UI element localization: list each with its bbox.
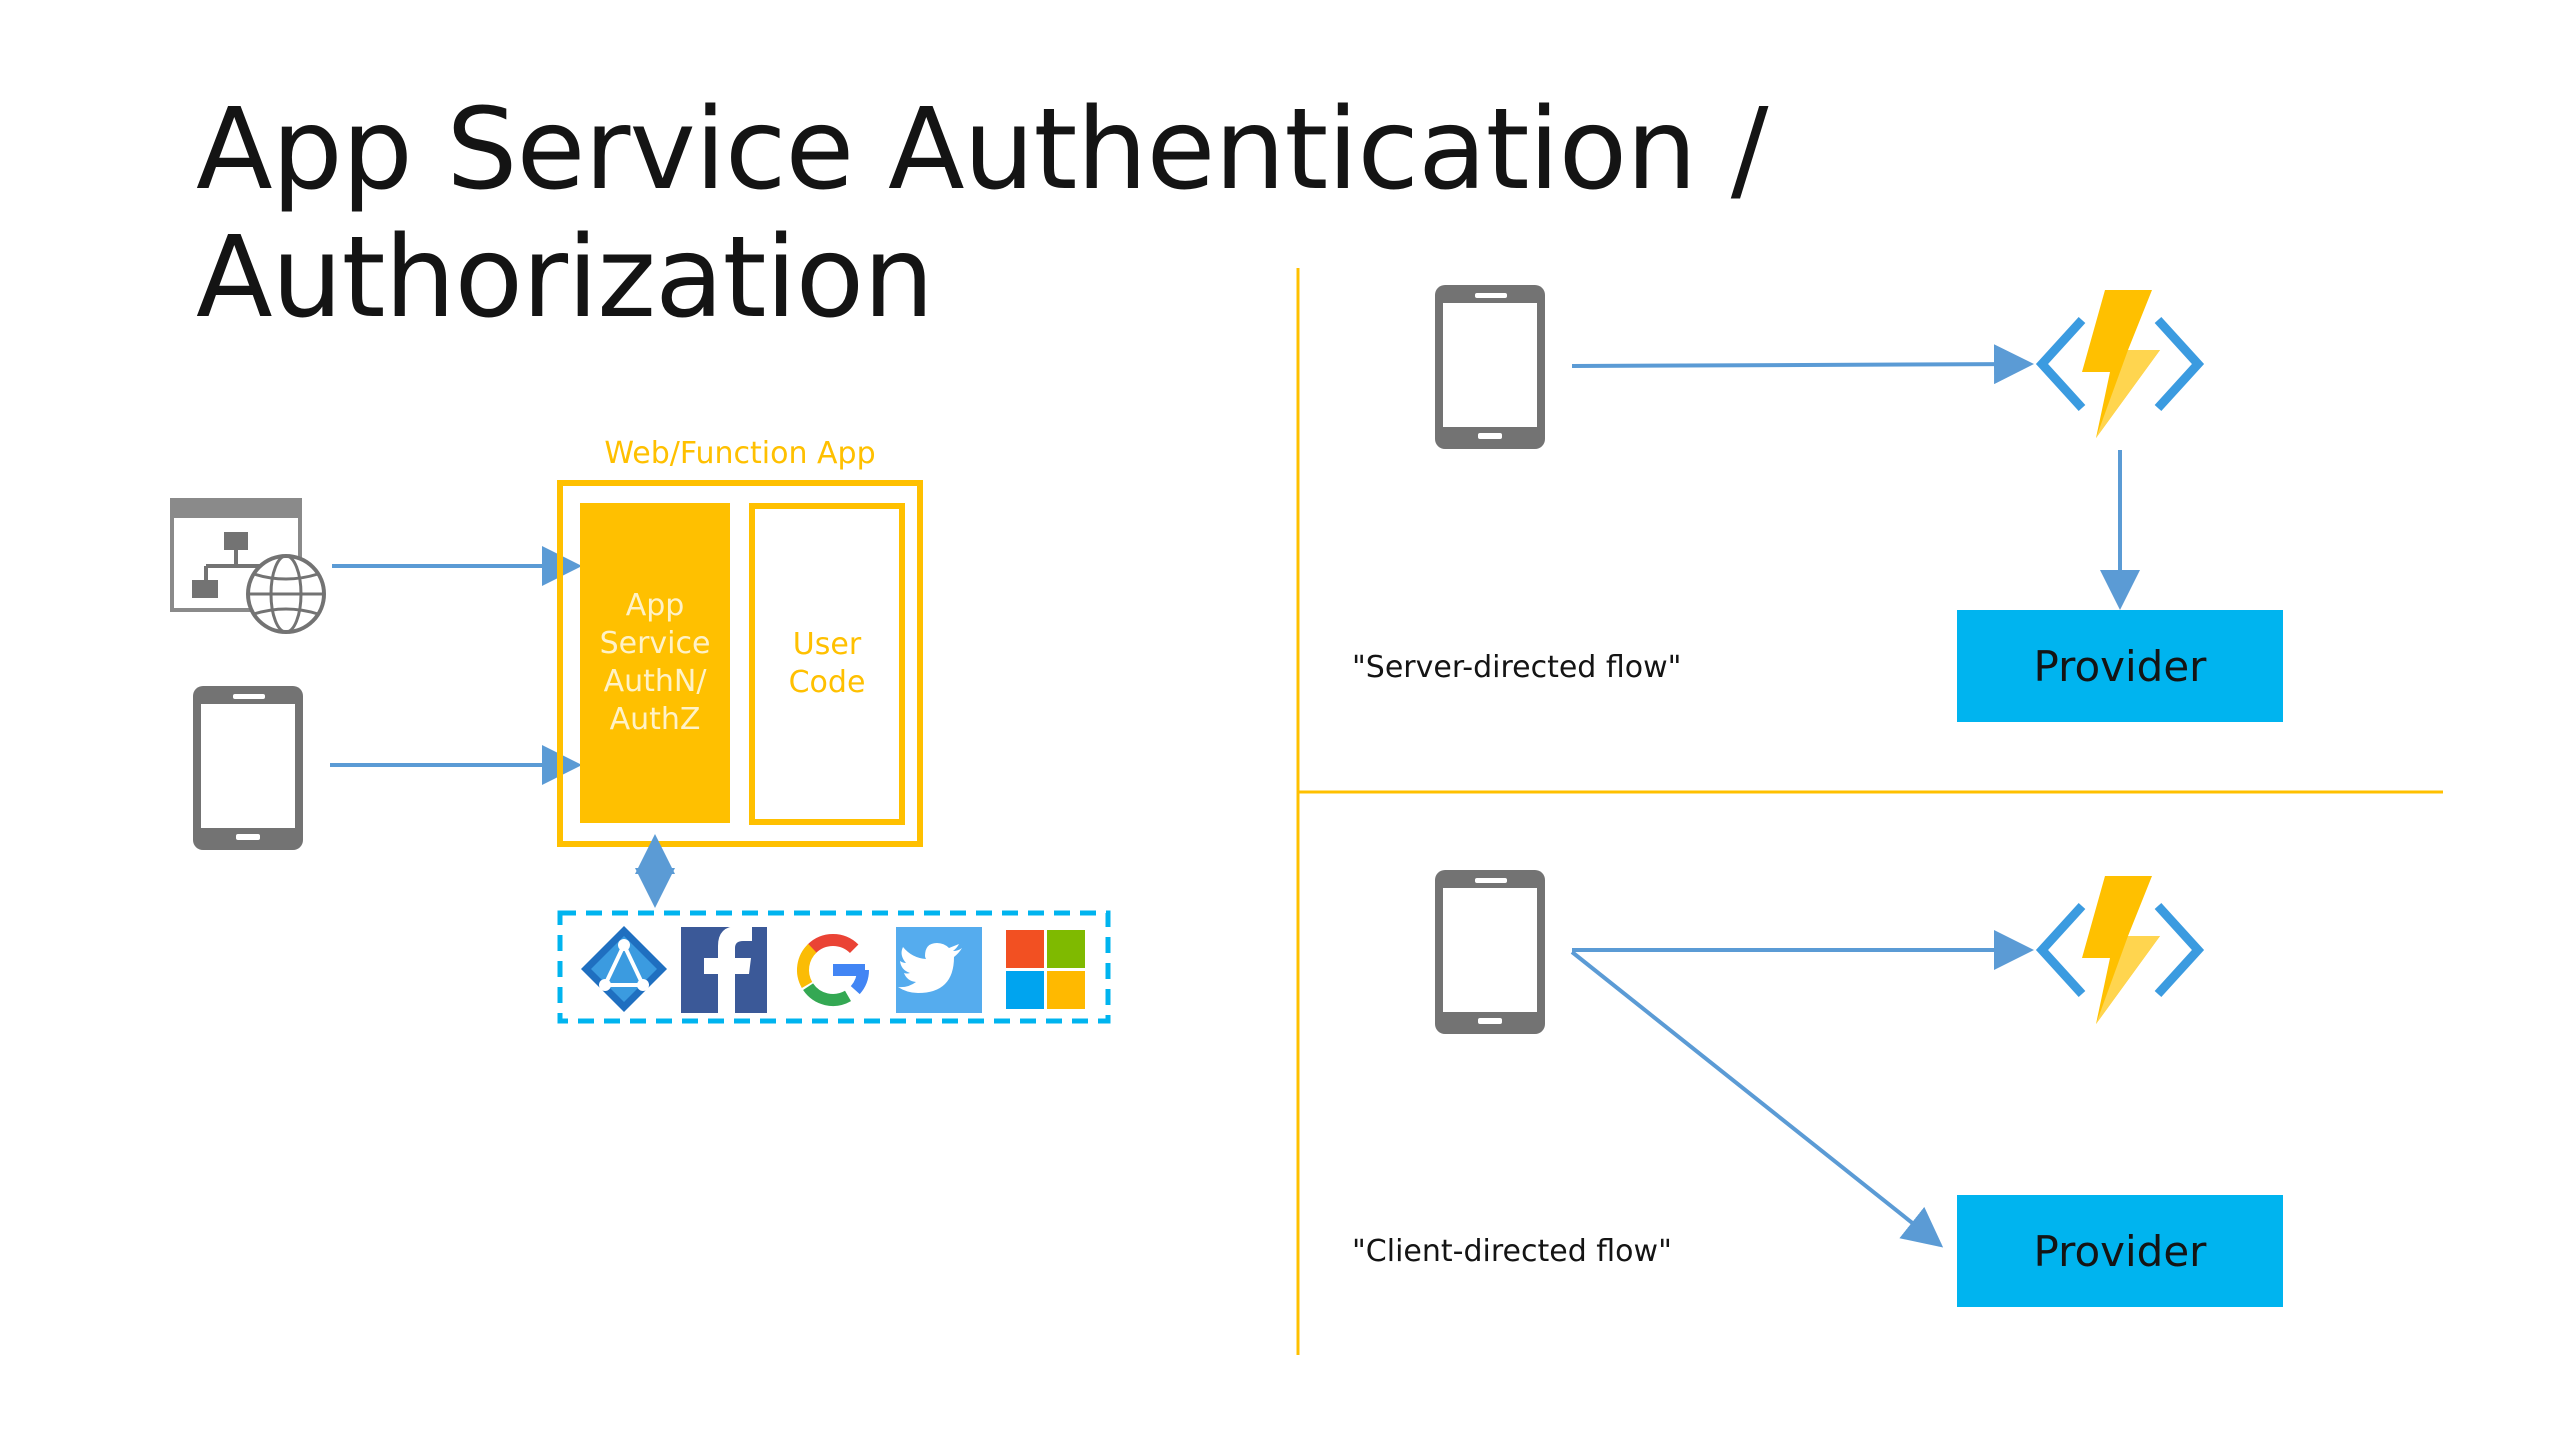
authz-line-2: Service [599,626,711,661]
authz-line-4: AuthZ [609,702,701,737]
authz-line-3: AuthN/ [603,664,707,699]
facebook-icon [681,926,767,1013]
mobile-device-icon [193,686,303,850]
user-code-module [749,503,905,825]
client-flow-label: "Client-directed flow" [1352,1234,1672,1269]
authz-module-label: App Service AuthN/ AuthZ [580,503,730,823]
server-flow-phone-icon [1435,285,1545,449]
user-code-line-2: Code [788,665,866,700]
function-app-label: Web/Function App [604,436,876,471]
title-line-2: Authorization [196,213,934,343]
twitter-icon [896,927,982,1013]
user-code-line-1: User [792,627,862,662]
function-app-container [557,480,923,847]
web-app-icon [170,498,326,634]
client-flow-arrow-to-provider [1570,950,1944,1248]
google-icon [797,934,869,1006]
microsoft-icon [1006,930,1085,1009]
azure-functions-icon-client [2035,876,2205,1024]
identity-providers-box [557,910,1111,1024]
user-code-label: User Code [752,506,902,822]
server-flow-provider: Provider [1957,610,2283,722]
client-flow-phone-icon [1435,870,1545,1034]
title-line-1: App Service Authentication / [196,85,1768,215]
server-flow-label: "Server-directed flow" [1352,650,1682,685]
server-flow-arrow-to-function [1571,344,2034,385]
azure-ad-icon [581,926,667,1012]
slide-title: App Service Authentication / Authorizati… [196,85,1768,343]
authz-line-1: App [625,588,685,623]
azure-functions-icon [2035,290,2205,438]
authz-module [580,503,730,823]
client-flow-provider: Provider [1957,1195,2283,1307]
